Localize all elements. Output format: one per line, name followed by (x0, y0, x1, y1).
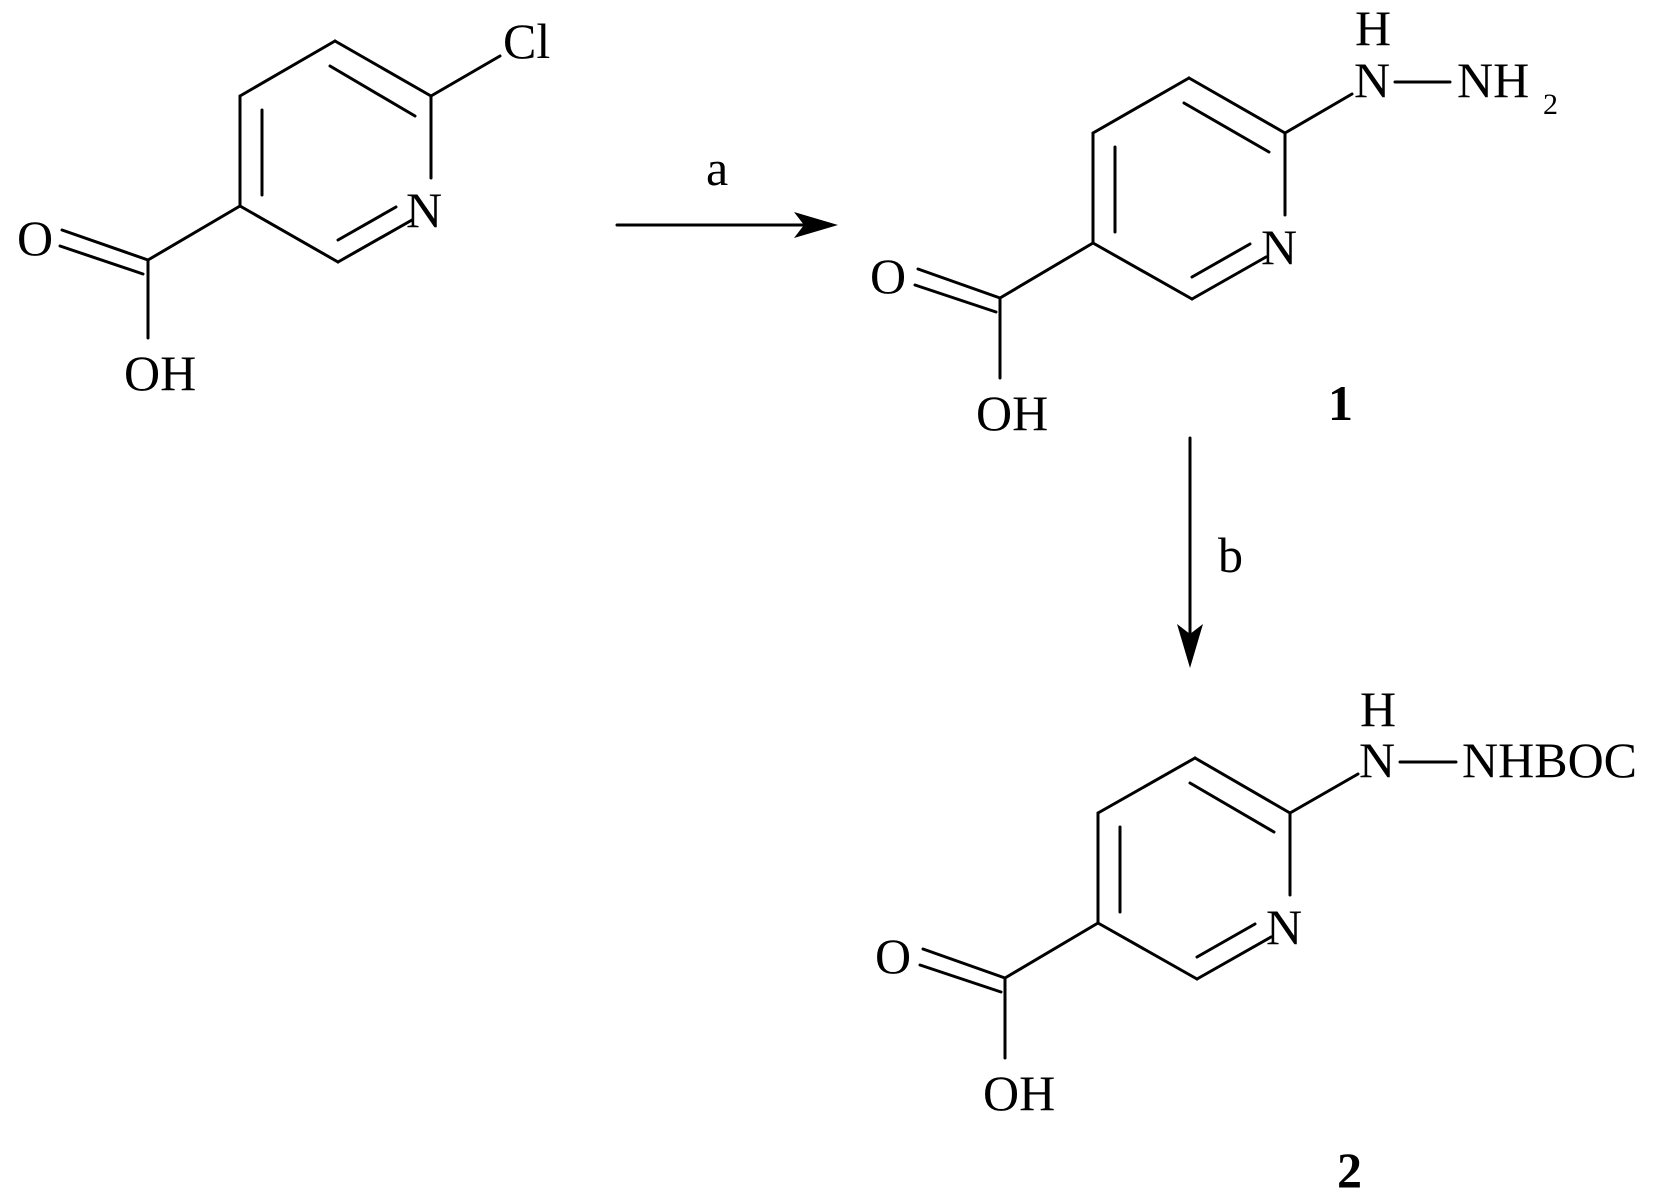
hydroxyl-label: OH (983, 1065, 1055, 1121)
hydrazine-n-label: N (1354, 52, 1390, 108)
compound-2-bonds (918, 756, 1458, 1060)
hydroxyl-label: OH (124, 345, 196, 401)
reaction-arrow-a: a (615, 140, 838, 238)
compound-2: H N NHBOC N O OH 2 (875, 681, 1637, 1198)
ring-nitrogen-label: N (1266, 899, 1302, 955)
nhboc-label: NHBOC (1462, 732, 1637, 788)
reagent-label-b: b (1218, 527, 1243, 583)
reagent-label-a: a (706, 140, 728, 196)
compound-number-2: 2 (1337, 1142, 1362, 1198)
amine-subscript-2: 2 (1543, 88, 1558, 121)
carbonyl-oxygen-label: O (17, 210, 53, 266)
arrowhead-down-icon (1177, 624, 1203, 668)
compound-1-bonds (913, 76, 1452, 380)
amine-nh-label: NH (1457, 52, 1529, 108)
carbonyl-oxygen-label: O (870, 248, 906, 304)
compound-number-1: 1 (1328, 375, 1353, 431)
arrowhead-right-icon (794, 212, 838, 238)
starting-material: Cl N O OH (17, 13, 550, 401)
reaction-arrow-b: b (1177, 436, 1243, 668)
ring-nitrogen-label: N (1261, 219, 1297, 275)
compound-1: H N NH 2 N O OH 1 (870, 0, 1558, 441)
ring-nitrogen-label: N (406, 182, 442, 238)
carbonyl-oxygen-label: O (875, 928, 911, 984)
chlorine-atom-label: Cl (503, 13, 550, 69)
hydrazine-h-label: H (1360, 681, 1396, 737)
starting-material-bonds (58, 39, 502, 340)
hydrazine-h-label: H (1355, 0, 1391, 56)
hydrazine-n-label: N (1359, 732, 1395, 788)
hydroxyl-label: OH (976, 385, 1048, 441)
